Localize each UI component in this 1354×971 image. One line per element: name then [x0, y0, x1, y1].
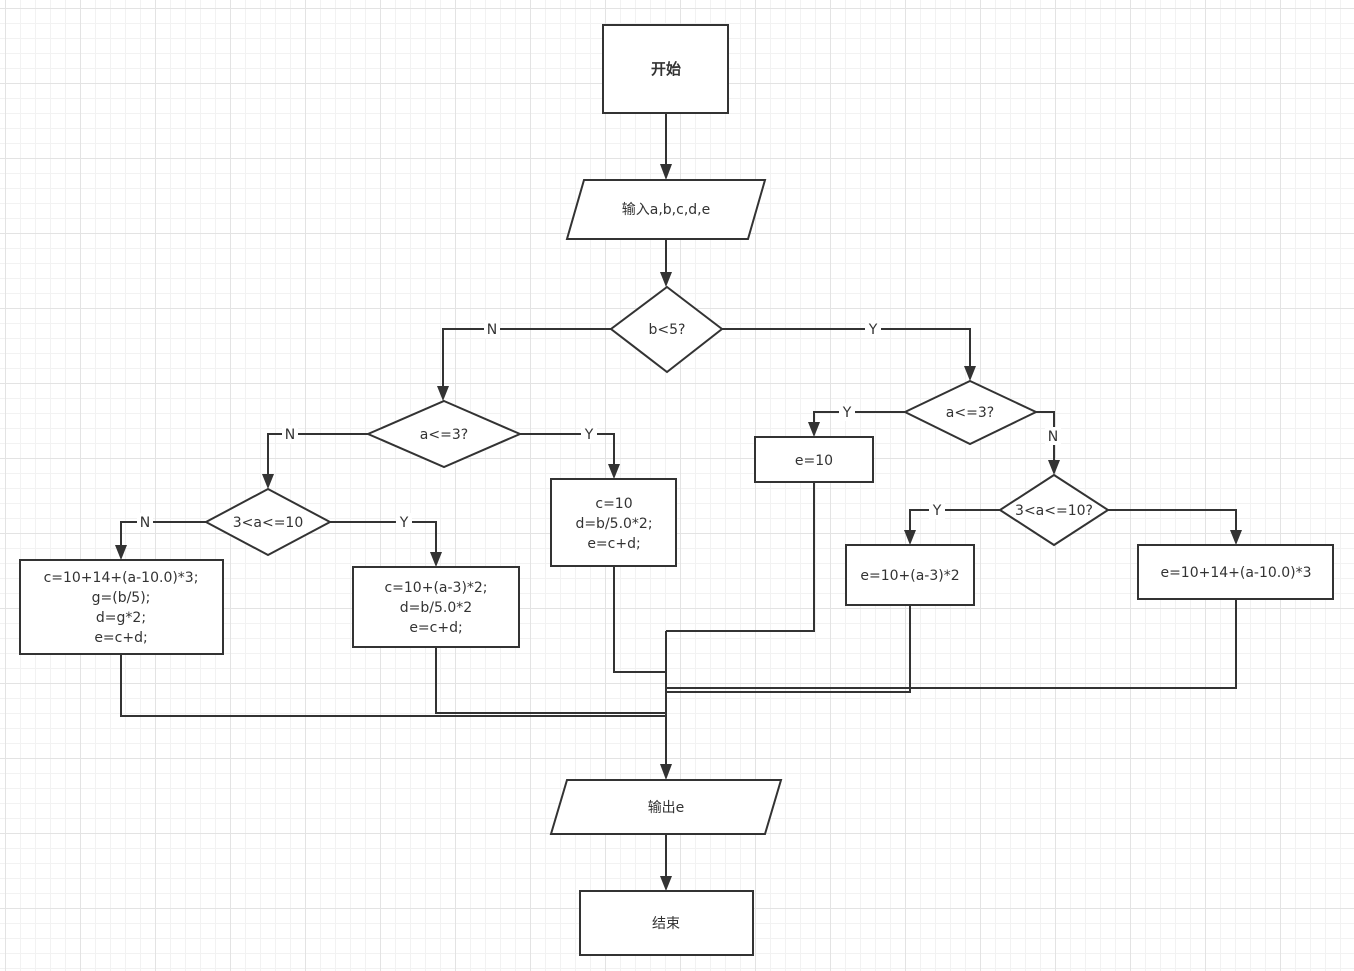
- process-center: c=10 d=b/5.0*2; e=c+d;: [550, 478, 677, 567]
- input-label: 输入a,b,c,d,e: [622, 202, 710, 218]
- process-e-10: e=10: [754, 436, 874, 483]
- label-cond3a10right-yes: Y: [932, 503, 942, 519]
- process-far-left-line-4: e=c+d;: [94, 630, 147, 646]
- edge-merge-e10: [666, 482, 815, 632]
- input-node: 输入a,b,c,d,e: [565, 179, 767, 240]
- process-mid-left-line-1: c=10+(a-3)*2;: [384, 580, 487, 596]
- decision-3a10-right-label: 3<a<=10?: [1015, 503, 1093, 519]
- process-far-left-line-1: c=10+14+(a-10.0)*3;: [44, 570, 199, 586]
- edge-labels: N Y N Y N Y Y N Y: [137, 320, 1061, 531]
- edges: [115, 113, 1242, 891]
- label-condb-no: N: [487, 322, 497, 338]
- edge-condaright-yes: [813, 411, 905, 426]
- decision-a-le-3-left: a<=3?: [365, 399, 523, 469]
- end-node: 结束: [579, 890, 754, 956]
- label-cond3a10left-yes: Y: [399, 515, 409, 531]
- edge-condaleft-yes: [520, 433, 615, 468]
- edge-merge-center: [613, 566, 666, 673]
- label-condaleft-no: N: [285, 427, 295, 443]
- label-cond3a10left-no: N: [140, 515, 150, 531]
- process-mid-left: c=10+(a-3)*2; d=b/5.0*2 e=c+d;: [352, 566, 520, 648]
- arrowhead: [660, 272, 672, 287]
- edge-condb-yes: [722, 328, 971, 370]
- process-mid-left-line-2: d=b/5.0*2: [400, 600, 472, 616]
- label-condaleft-yes: Y: [584, 427, 594, 443]
- arrowhead: [430, 552, 442, 567]
- process-far-left: c=10+14+(a-10.0)*3; g=(b/5); d=g*2; e=c+…: [19, 559, 224, 655]
- decision-3-lt-a-le-10-right: 3<a<=10?: [998, 473, 1110, 547]
- label-condaright-yes: Y: [842, 405, 852, 421]
- output-label: 输出e: [648, 800, 685, 816]
- label-condb-yes: Y: [868, 322, 878, 338]
- end-label: 结束: [652, 916, 680, 932]
- arrowhead: [608, 464, 620, 479]
- edge-condaleft-no: [267, 433, 368, 478]
- decision-a-le-3-right: a<=3?: [902, 379, 1039, 446]
- edge-condaright-no: [1036, 411, 1055, 464]
- arrowhead: [437, 386, 449, 401]
- process-mid-left-line-3: e=c+d;: [409, 620, 462, 636]
- arrowhead: [964, 366, 976, 381]
- edge-cond3a10right-yes: [909, 509, 1000, 534]
- process-far-right: e=10+14+(a-10.0)*3: [1137, 544, 1334, 600]
- decision-3-lt-a-le-10-left: 3<a<=10: [203, 487, 333, 557]
- process-center-line-2: d=b/5.0*2;: [575, 516, 652, 532]
- arrowhead: [1048, 460, 1060, 475]
- process-right-mid-label: e=10+(a-3)*2: [860, 568, 959, 584]
- arrowhead: [660, 164, 672, 180]
- edge-cond3a10left-no: [120, 521, 206, 549]
- process-center-line-3: e=c+d;: [587, 536, 640, 552]
- arrowhead: [1230, 530, 1242, 545]
- arrowhead: [115, 545, 127, 560]
- process-far-left-line-2: g=(b/5);: [92, 590, 151, 606]
- output-node: 输出e: [549, 779, 783, 835]
- process-right-mid: e=10+(a-3)*2: [845, 544, 975, 606]
- start-label: 开始: [651, 60, 681, 78]
- edge-cond3a10left-yes: [330, 521, 437, 556]
- decision-b-lt-5: b<5?: [609, 285, 724, 374]
- edge-merge-rightmid: [666, 605, 911, 693]
- arrowhead: [660, 764, 672, 780]
- arrowhead: [808, 422, 820, 437]
- decision-b-label: b<5?: [649, 322, 686, 338]
- process-e-10-label: e=10: [795, 453, 833, 469]
- process-far-left-line-3: d=g*2;: [96, 610, 146, 626]
- process-far-right-label: e=10+14+(a-10.0)*3: [1160, 565, 1311, 581]
- edge-merge-farleft: [120, 654, 666, 717]
- decision-a-right-label: a<=3?: [946, 405, 994, 421]
- decision-a-left-label: a<=3?: [420, 427, 468, 443]
- arrowhead: [660, 876, 672, 891]
- edge-cond3a10right-no: [1108, 509, 1237, 534]
- edge-condb-no: [442, 328, 611, 390]
- edge-merge-farright: [666, 599, 1237, 689]
- process-center-line-1: c=10: [595, 496, 632, 512]
- label-condaright-no: N: [1048, 429, 1058, 445]
- arrowhead: [262, 474, 274, 489]
- decision-3a10-left-label: 3<a<=10: [233, 515, 304, 531]
- start-node: 开始: [602, 24, 729, 114]
- edge-merge-midleft: [435, 647, 666, 714]
- arrowhead: [904, 530, 916, 545]
